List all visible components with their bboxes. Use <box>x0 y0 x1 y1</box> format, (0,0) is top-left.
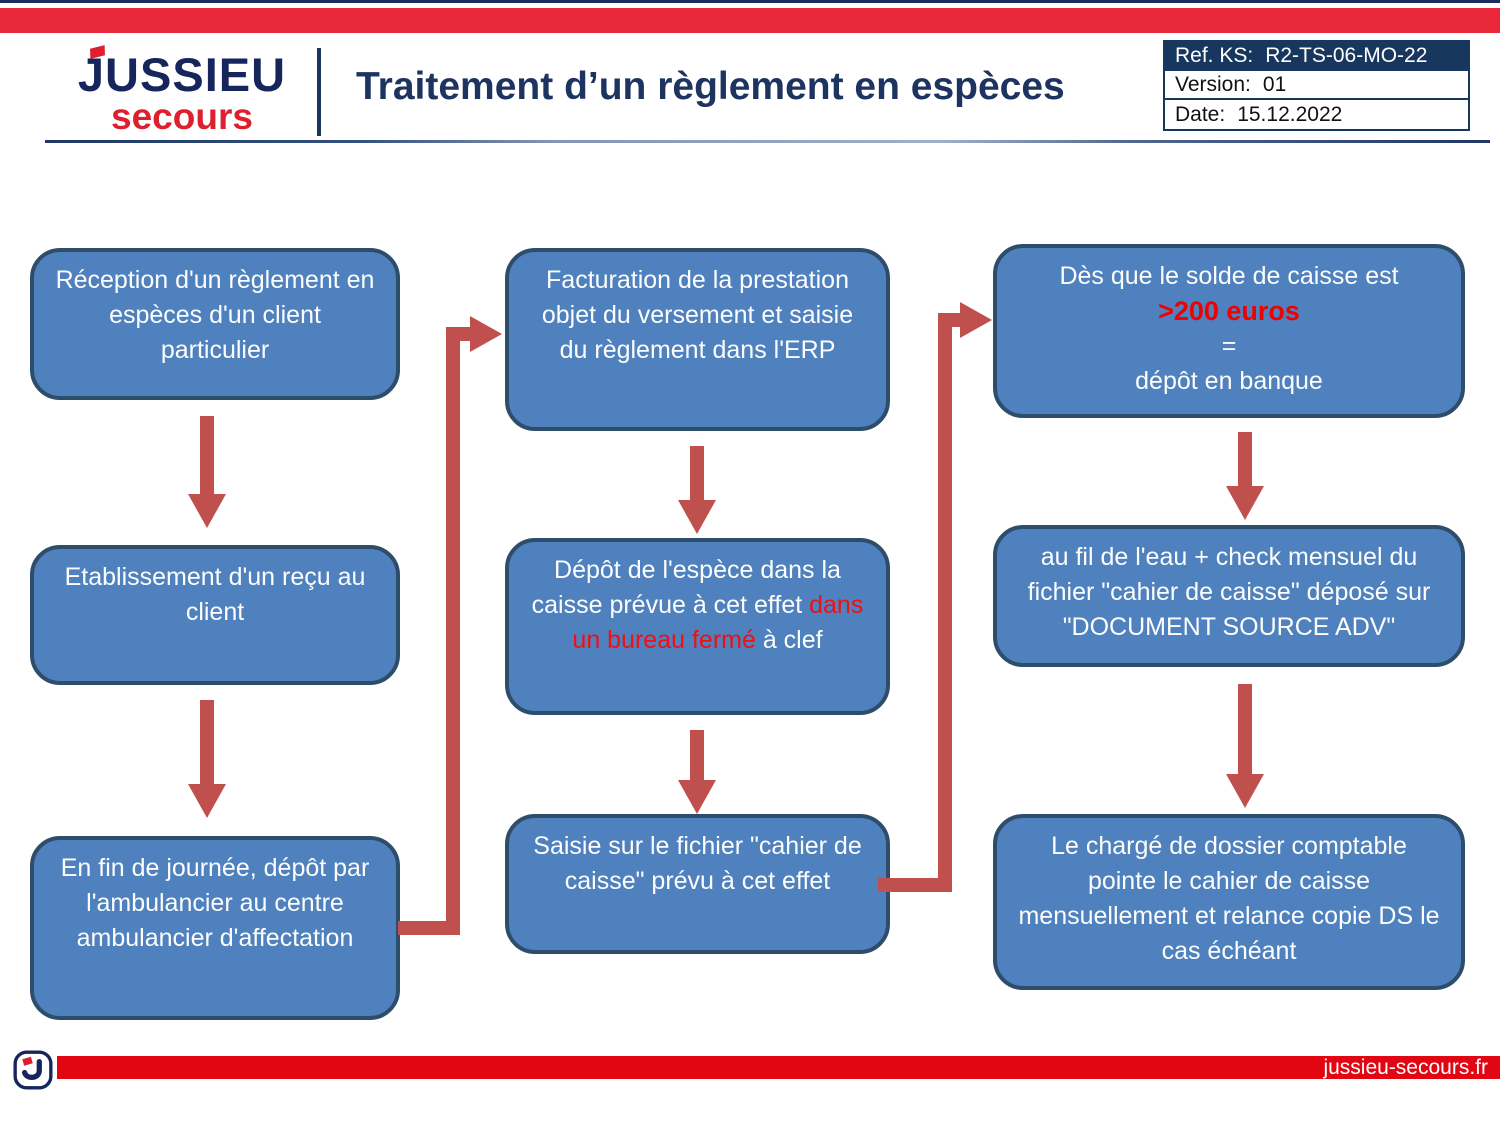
flow-box-recu: Etablissement d'un reçu au client <box>30 545 400 685</box>
flow-box-solde-caisse: Dès que le solde de caisse est >200 euro… <box>993 244 1465 418</box>
ref-row-date: Date: 15.12.2022 <box>1165 100 1468 129</box>
depot-caisse-red-text: dans un bureau fermé <box>572 591 864 654</box>
logo-wordmark: JUSSIEU <box>77 48 287 101</box>
date-value: 15.12.2022 <box>1237 102 1343 126</box>
version-value: 01 <box>1262 72 1287 96</box>
version-label: Version: <box>1175 72 1251 96</box>
reference-box: Ref. KS: R2-TS-06-MO-22 Version: 01 Date… <box>1163 40 1470 131</box>
solde-equals: = <box>1221 332 1237 360</box>
top-red-bar <box>0 8 1500 33</box>
flow-box-reception: Réception d'un règlement en espèces d'un… <box>30 248 400 400</box>
flow-box-charge-dossier: Le chargé de dossier comptable pointe le… <box>993 814 1465 990</box>
flow-box-facturation: Facturation de la prestation objet du ve… <box>505 248 890 431</box>
top-border-line <box>0 0 1500 3</box>
footer-url: jussieu-secours.fr <box>1323 1056 1488 1079</box>
page-title: Traitement d’un règlement en espèces <box>356 65 1065 108</box>
solde-line2: dépôt en banque <box>1135 367 1323 395</box>
header-divider <box>317 48 321 136</box>
depot-caisse-text-2: à clef <box>755 626 823 654</box>
flow-box-depot-centre: En fin de journée, dépôt par l'ambulanci… <box>30 836 400 1020</box>
ref-row-ks: Ref. KS: R2-TS-06-MO-22 <box>1165 42 1468 71</box>
footer-bar: jussieu-secours.fr <box>57 1056 1500 1079</box>
date-label: Date: <box>1175 102 1226 126</box>
jussieu-logo-icon <box>13 1050 53 1090</box>
logo-subtitle: secours <box>111 96 253 137</box>
flow-box-check-mensuel: au fil de l'eau + check mensuel du fichi… <box>993 525 1465 667</box>
header-rule <box>45 140 1490 143</box>
ref-label: Ref. KS: <box>1175 43 1254 67</box>
flow-box-saisie-cahier: Saisie sur le fichier "cahier de caisse"… <box>505 814 890 954</box>
ref-value: R2-TS-06-MO-22 <box>1265 43 1428 67</box>
solde-threshold: >200 euros <box>1158 296 1300 326</box>
depot-caisse-text: Dépôt de l'espèce dans la caisse prévue … <box>531 556 841 619</box>
ref-row-version: Version: 01 <box>1165 71 1468 100</box>
solde-line1: Dès que le solde de caisse est <box>1059 262 1399 290</box>
jussieu-logo: JUSSIEU secours <box>48 50 316 136</box>
flow-box-depot-caisse: Dépôt de l'espèce dans la caisse prévue … <box>505 538 890 715</box>
